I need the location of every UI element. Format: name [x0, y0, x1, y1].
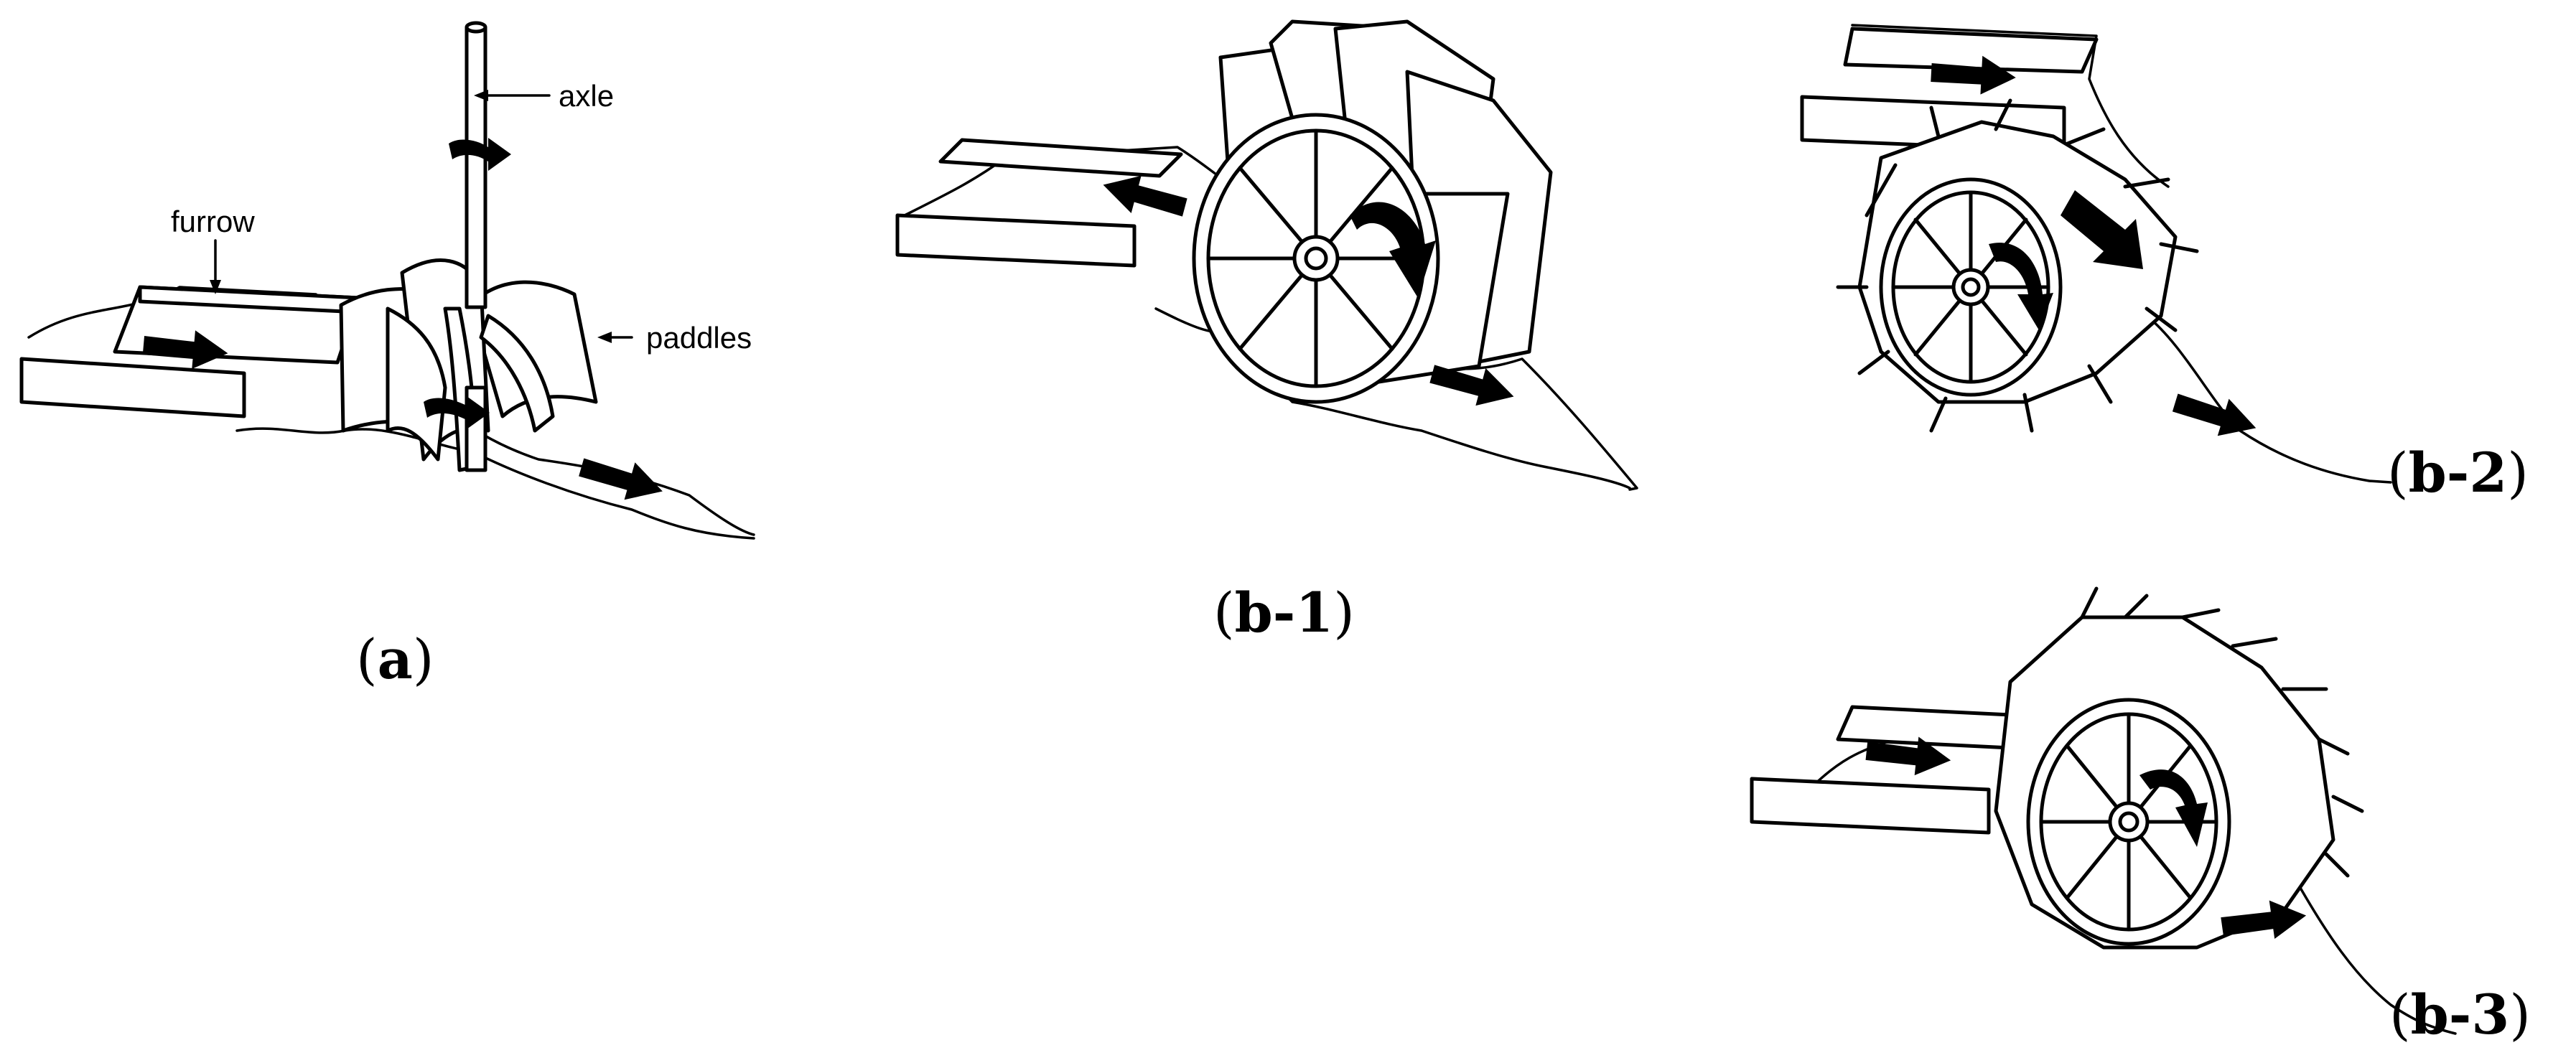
paddles-assembly — [339, 258, 598, 472]
panel-a-vertical-waterwheel: axle furrow paddles (a) — [19, 21, 755, 691]
rotation-arrow-b3 — [2139, 769, 2208, 847]
rotation-arrow-bottom — [424, 396, 490, 429]
water-stream-lower-outline — [235, 427, 755, 540]
axle-callout: axle — [559, 79, 614, 113]
rotation-arrow-top — [449, 138, 511, 171]
panel-b3-label: (b-3) — [2389, 983, 2531, 1046]
panel-b1-label: (b-1) — [1213, 581, 1355, 645]
wheel-b1 — [1192, 113, 1440, 404]
panel-a-label: (a) — [356, 627, 434, 691]
wheel-b3 — [2026, 698, 2231, 946]
rotation-arrow-b1 — [1350, 202, 1436, 298]
furrow-channel — [19, 285, 361, 418]
wheel-b2 — [1879, 177, 2063, 397]
panel-b1-horizontal-waterwheel: (b-1) — [895, 19, 1638, 645]
panel-b2-undershot-waterwheel: (b-2) — [1800, 24, 2529, 505]
panel-b2-label: (b-2) — [2387, 441, 2529, 505]
furrow-leader-arrowhead — [210, 280, 221, 294]
furrow-callout: furrow — [171, 205, 255, 238]
trough-b1 — [895, 138, 1183, 268]
paddles-leader-arrowhead — [597, 332, 612, 343]
paddles-callout: paddles — [646, 321, 752, 355]
axle-leader-arrowhead — [474, 90, 488, 101]
rotation-arrow-b2 — [1989, 243, 2053, 330]
panel-b3-breastshot-waterwheel: (b-3) — [1750, 586, 2531, 1046]
flow-arrow-drop-b2 — [2061, 190, 2143, 269]
flow-arrow-outlet — [576, 449, 668, 510]
